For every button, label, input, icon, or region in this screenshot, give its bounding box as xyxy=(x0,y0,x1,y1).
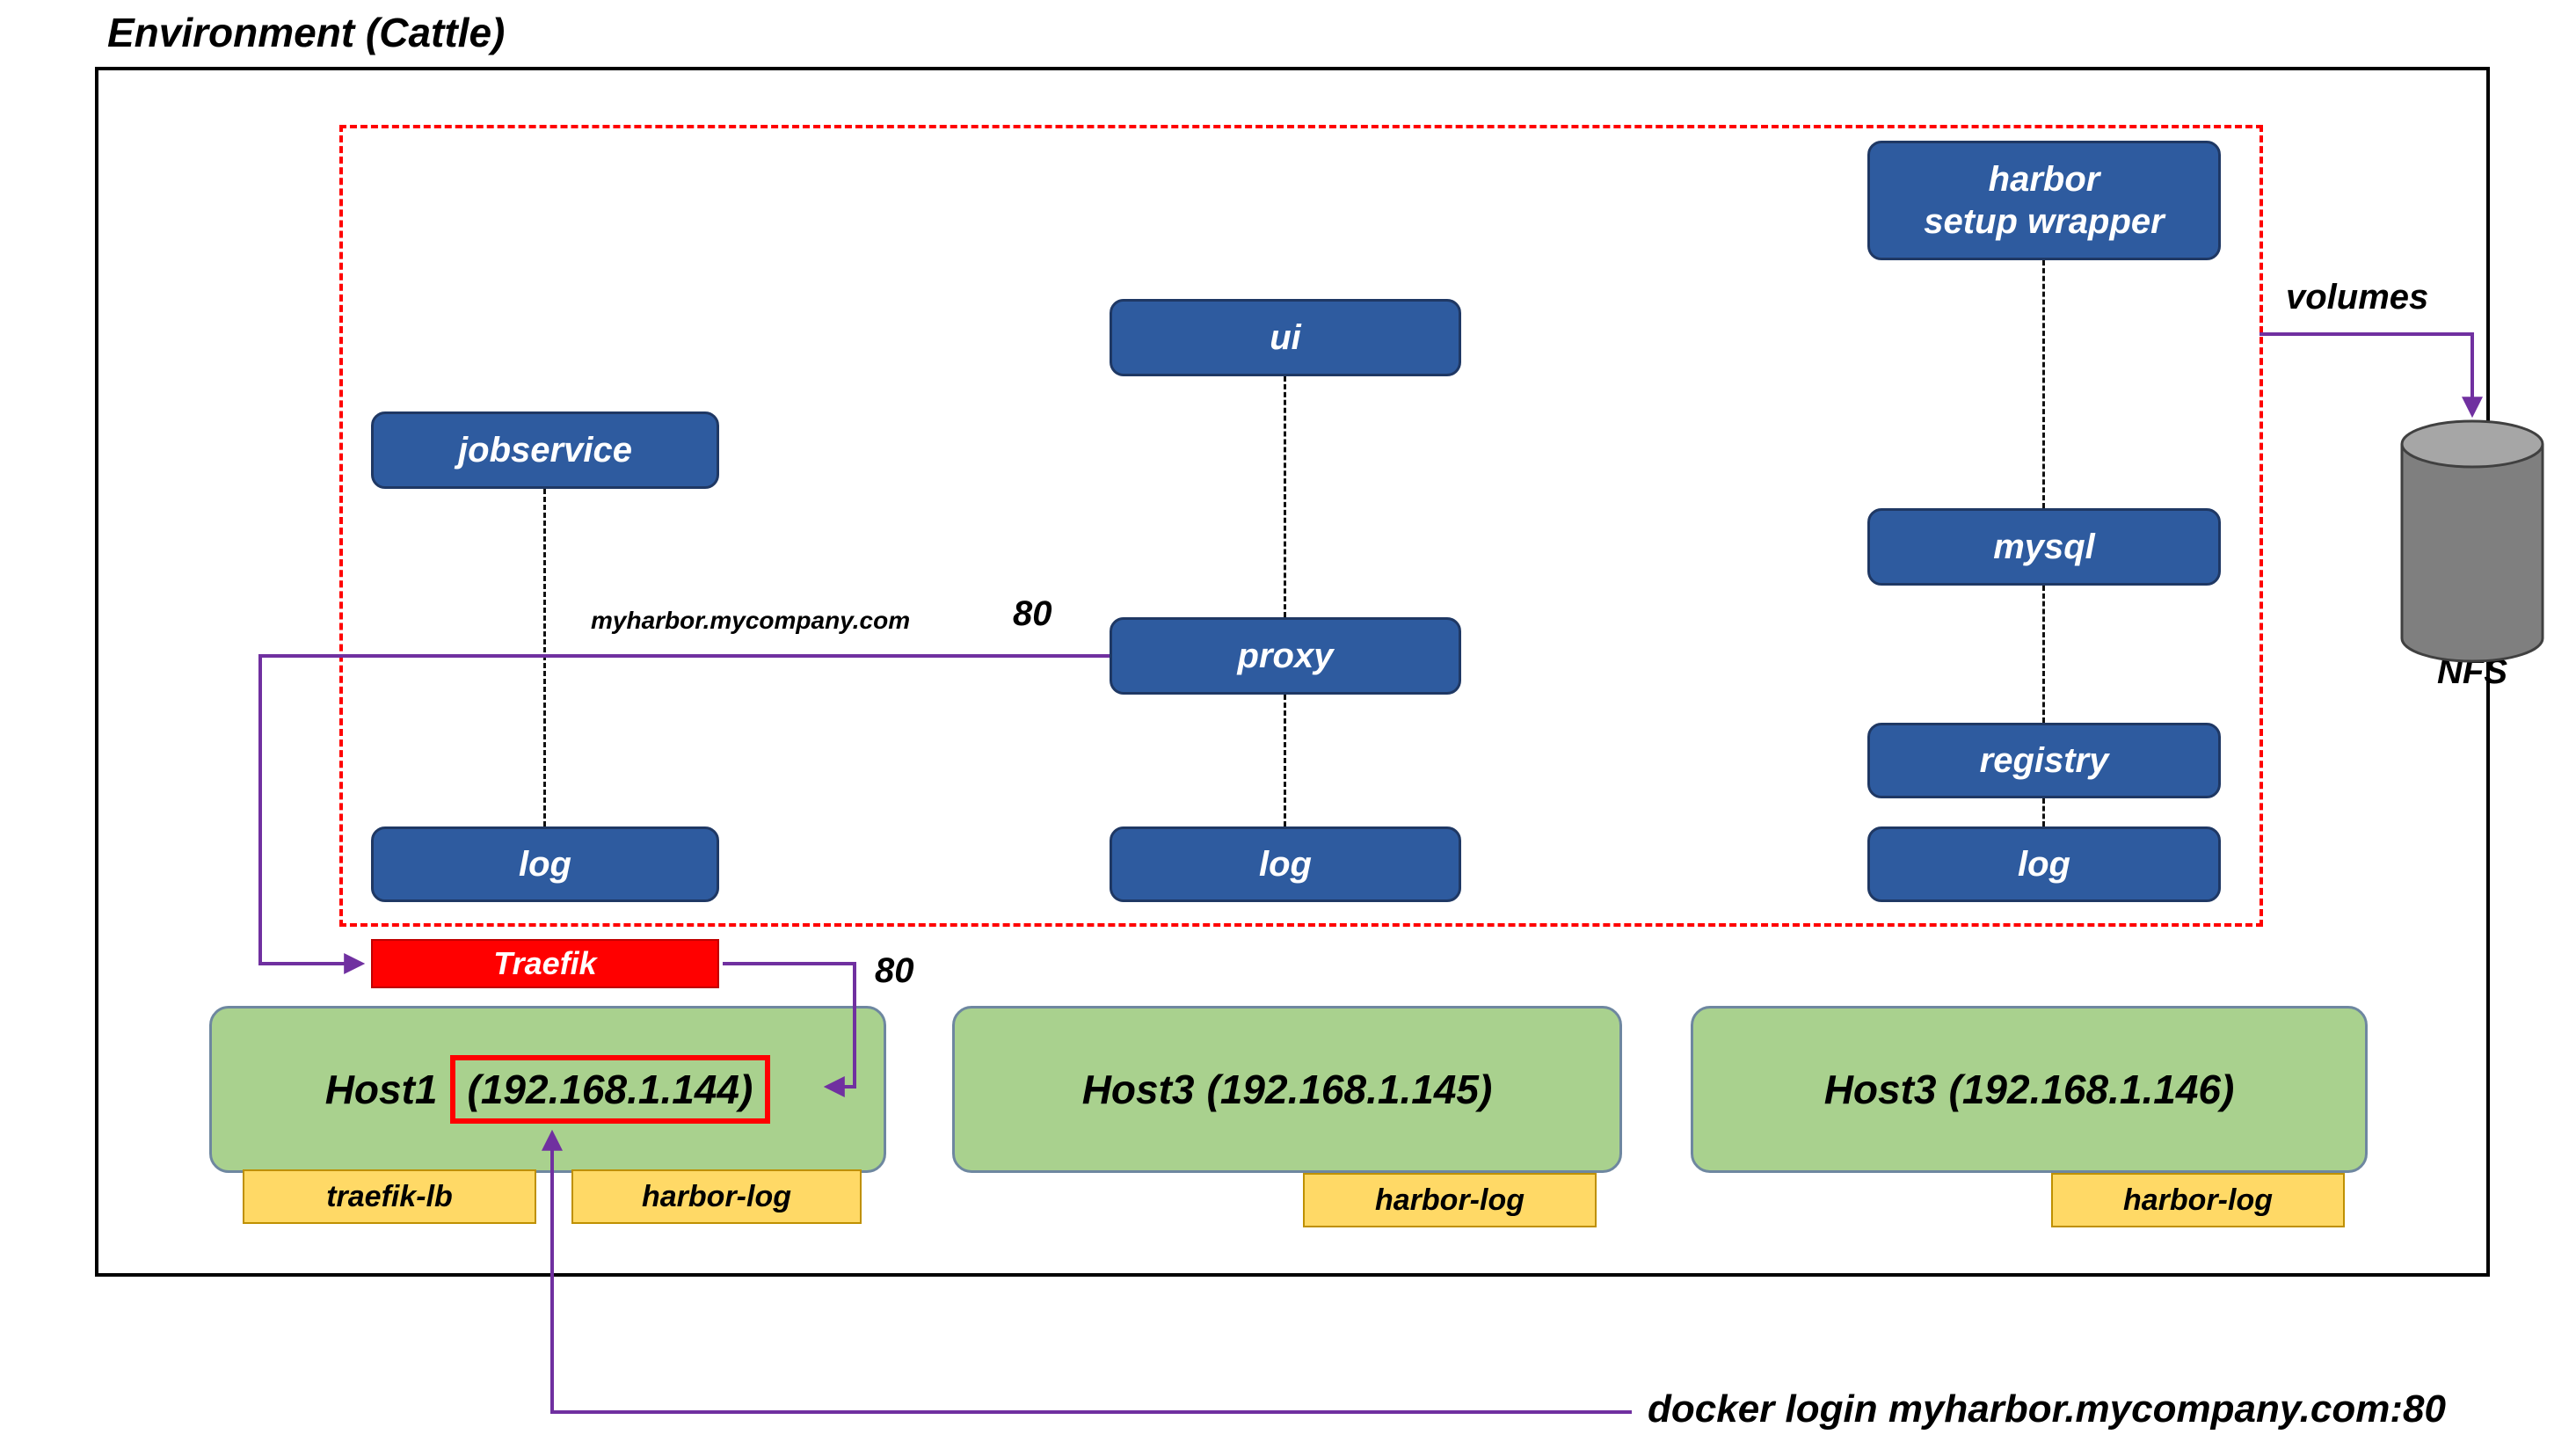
domain-label: myharbor.mycompany.com xyxy=(591,607,911,634)
host3-box: Host3 (192.168.1.146) xyxy=(1691,1006,2368,1173)
volumes-label: volumes xyxy=(2286,278,2429,317)
service-jobservice: jobservice xyxy=(371,411,719,489)
service-log-left: log xyxy=(371,826,719,902)
host1-label: Host1 (192.168.1.144) xyxy=(325,1055,771,1124)
dashed-connector-jobservice-log xyxy=(543,489,546,826)
host1-box: Host1 (192.168.1.144) xyxy=(209,1006,886,1173)
port-80-traefik-label: 80 xyxy=(875,951,914,990)
harbor-stack-boundary xyxy=(339,125,2263,927)
host2-name: Host3 xyxy=(1081,1067,1195,1112)
nfs-label: NFS xyxy=(2437,652,2507,691)
environment-title: Environment (Cattle) xyxy=(107,10,506,55)
dashed-connector-mysql-registry xyxy=(2042,586,2045,723)
traefik-box: Traefik xyxy=(371,939,719,988)
host1-name: Host1 xyxy=(324,1067,438,1112)
host3-ip: (192.168.1.146) xyxy=(1948,1067,2235,1112)
dashed-connector-ui-proxy xyxy=(1284,376,1286,617)
container-traefik-lb: traefik-lb xyxy=(243,1169,536,1224)
host2-box: Host3 (192.168.1.145) xyxy=(952,1006,1622,1173)
dashed-connector-proxy-log xyxy=(1284,695,1286,826)
host3-label: Host3 (192.168.1.146) xyxy=(1824,1066,2235,1113)
host3-name: Host3 xyxy=(1823,1067,1937,1112)
host1-ip-highlight: (192.168.1.144) xyxy=(449,1055,771,1124)
container-harbor-log-host1: harbor-log xyxy=(571,1169,862,1224)
host2-ip: (192.168.1.145) xyxy=(1206,1067,1493,1112)
service-mysql: mysql xyxy=(1867,508,2221,586)
container-harbor-log-host2: harbor-log xyxy=(1303,1173,1597,1227)
dashed-connector-wrapper-mysql xyxy=(2042,260,2045,508)
dashed-connector-registry-log xyxy=(2042,798,2045,826)
docker-login-label: docker login myharbor.mycompany.com:80 xyxy=(1648,1387,2446,1431)
service-ui: ui xyxy=(1110,299,1461,376)
service-proxy: proxy xyxy=(1110,617,1461,695)
service-harbor-setup-wrapper: harbor setup wrapper xyxy=(1867,141,2221,260)
service-registry: registry xyxy=(1867,723,2221,798)
container-harbor-log-host3: harbor-log xyxy=(2051,1173,2345,1227)
service-log-right: log xyxy=(1867,826,2221,902)
service-log-center: log xyxy=(1110,826,1461,902)
host2-label: Host3 (192.168.1.145) xyxy=(1082,1066,1493,1113)
port-80-proxy-label: 80 xyxy=(1013,594,1052,633)
